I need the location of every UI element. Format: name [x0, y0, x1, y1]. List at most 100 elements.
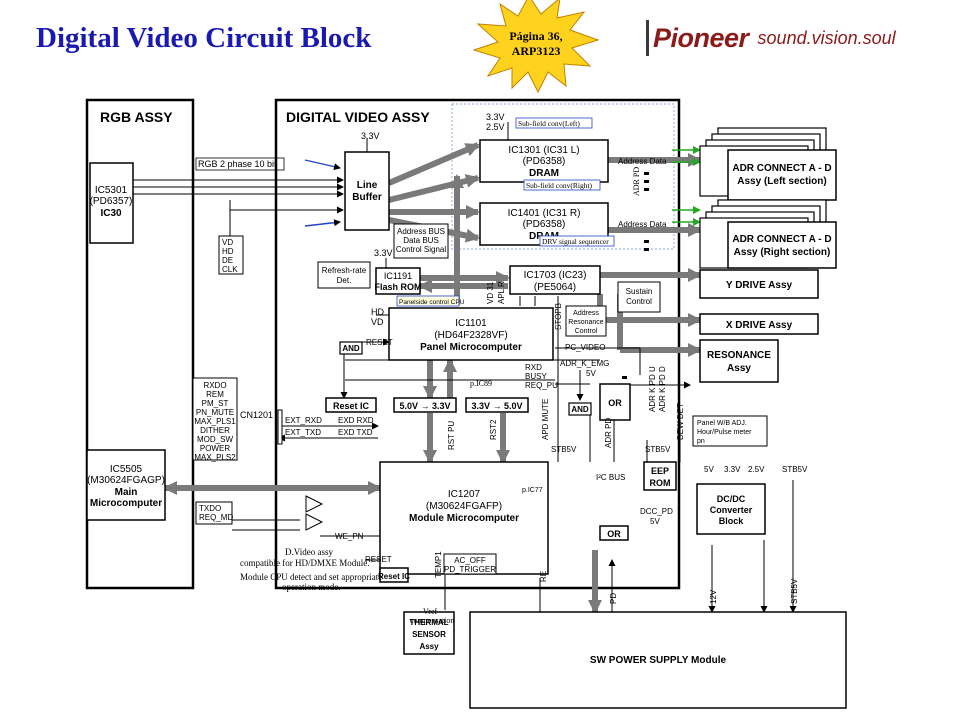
ic89-note: p.IC89 [470, 379, 492, 388]
req-pu-label: REQ_PU [525, 381, 558, 390]
pc-video-label: PC_VIDEO [565, 343, 605, 352]
subfield-left-note: Sub-field conv(Left) [518, 119, 580, 128]
vd-group-vd: VD [222, 238, 233, 247]
bus-tick [644, 240, 649, 243]
addr-bus-block [393, 223, 449, 259]
rxdo-group-item: PN_MUTE [196, 408, 234, 417]
panel-wb-line-2: Hour/Pulse meter [697, 429, 752, 436]
cn1201-label: CN1201 [240, 410, 273, 420]
ic1207-line-2: (M30624FGAFP) [426, 501, 502, 512]
addr-bus-line-2: Data BUS [403, 236, 439, 245]
regulator-2-label: 3.3V → 5.0V [471, 401, 522, 411]
adr-left-line-2: Assy (Left section) [737, 176, 826, 187]
eep-rom-block [643, 461, 677, 491]
panel-wb-line-3: pn [697, 438, 705, 445]
thermal-line-3: Assy [419, 642, 439, 651]
hd-label: HD [371, 307, 384, 317]
buffer-gate [305, 495, 324, 513]
addr-bus-line-1: Address BUS [397, 227, 445, 236]
ic1191-line-1: IC1191 [384, 271, 412, 281]
adr-left-block [727, 149, 837, 201]
badge-line-2: ARP3123 [512, 44, 561, 58]
ic1703-block [509, 265, 601, 295]
gray-arrow [388, 174, 480, 203]
ic1207-line-3: Module Microcomputer [409, 513, 519, 524]
rgb-10bit-label: RGB 2 phase 10 bit [198, 159, 277, 169]
resonance-line-1: RESONANCE [707, 350, 771, 361]
and-gate-1-label: AND [342, 344, 360, 353]
dcdc-block [696, 483, 766, 535]
ic5505-line-4: Microcomputer [90, 498, 162, 509]
sw-power-block [469, 611, 847, 709]
addr-res-line-2: Resonance [568, 319, 604, 326]
vertical-signal: ADR K PD U [648, 366, 657, 412]
eep-rom-line-1: EEP [651, 466, 669, 476]
ic5505-block [86, 449, 166, 521]
stb5v-label-a: STB5V [551, 445, 577, 454]
or-gate-1-label: OR [608, 398, 622, 408]
ic5301-block [89, 162, 134, 244]
rxdo-group-item: PM_ST [202, 399, 229, 408]
vertical-signal: ADR K PD D [658, 366, 667, 412]
and-gate-2 [568, 402, 592, 416]
bus-tick [622, 376, 627, 379]
ic1703-line-2: (PE5064) [534, 282, 576, 293]
y-drive-block [699, 269, 819, 299]
v5-label-a: 5V [586, 369, 596, 378]
pd-label: PD [609, 593, 618, 604]
stb5v-label-c: STB5V [782, 465, 808, 474]
page-badge: Página 36, ARP3123 [472, 0, 600, 94]
temp1-label: TEMP1 [434, 551, 443, 578]
adr-k-emg-label: ADR_K_EMG [560, 359, 609, 368]
cn1201-connector [277, 409, 283, 445]
sustain-line-1: Sustain [626, 287, 653, 296]
logo-brand: Pioneer [653, 22, 749, 53]
vertical-signal: DEW DET [676, 403, 685, 440]
and-gate-2-label: AND [571, 405, 589, 414]
module-cpu-note-line-1: Module CPU detect and set appropriate [240, 572, 382, 582]
rxd-label: RXD [525, 363, 542, 372]
v12-label: 12V [709, 589, 718, 604]
busy-label: BUSY [525, 372, 547, 381]
address-data-2: Address Data [618, 220, 667, 229]
pioneer-logo: Pioneer sound.vision.soul [646, 20, 896, 56]
panelside-cpu-note-box [396, 295, 460, 307]
ic1191-line-2: Flash ROM [374, 282, 421, 292]
adr-right-stack [699, 199, 837, 269]
refresh-det-block [317, 261, 371, 289]
ic1301-line-2: (PD6358) [523, 156, 566, 167]
vertical-signal: APD MUTE [541, 399, 550, 440]
drv-seq-note: DRV signal sequencer [542, 237, 609, 246]
logo-tagline: sound.vision.soul [757, 27, 896, 48]
subfield-left-note-box [515, 117, 593, 129]
line-buffer-block [344, 151, 390, 231]
vertical-signal: ADR PD [604, 418, 613, 448]
regulator-1 [393, 397, 457, 413]
ic1401-line-2: (PD6358) [523, 219, 566, 230]
x-drive-label: X DRIVE Assy [726, 320, 793, 331]
bus-tick [644, 248, 649, 251]
regulator-1-label: 5.0V → 3.3V [399, 401, 450, 411]
exd-txd-label: EXD TXD [338, 428, 373, 437]
addr-res-line-1: Address [573, 310, 599, 317]
ic1101-line-1: IC1101 [455, 318, 487, 329]
bus-tick [644, 188, 649, 191]
ic77-note: p.IC77 [522, 487, 543, 494]
adr-right-block [727, 221, 837, 269]
or-gate-1 [599, 383, 631, 421]
or-gate-2-label: OR [607, 529, 621, 539]
panel-wb-block [692, 415, 768, 447]
rxdo-group-item: MAX_PLS2 [194, 453, 236, 462]
dcc-pd-label: DCC_PD [640, 507, 673, 516]
ic1101-line-2: (HD64F2328VF) [434, 330, 507, 341]
x-drive-block [699, 313, 819, 335]
blue-arrow [304, 219, 341, 227]
eep-rom-line-2: ROM [650, 478, 671, 488]
ic1101-line-3: Panel Microcomputer [420, 342, 522, 353]
digital-video-assy-label: DIGITAL VIDEO ASSY [286, 109, 430, 125]
vertical-signal: RST PU [447, 421, 456, 450]
vd-group-clk: CLK [222, 265, 238, 274]
y-drive-label: Y DRIVE Assy [726, 280, 793, 291]
dcdc-volts-25: 2.5V [748, 465, 765, 474]
